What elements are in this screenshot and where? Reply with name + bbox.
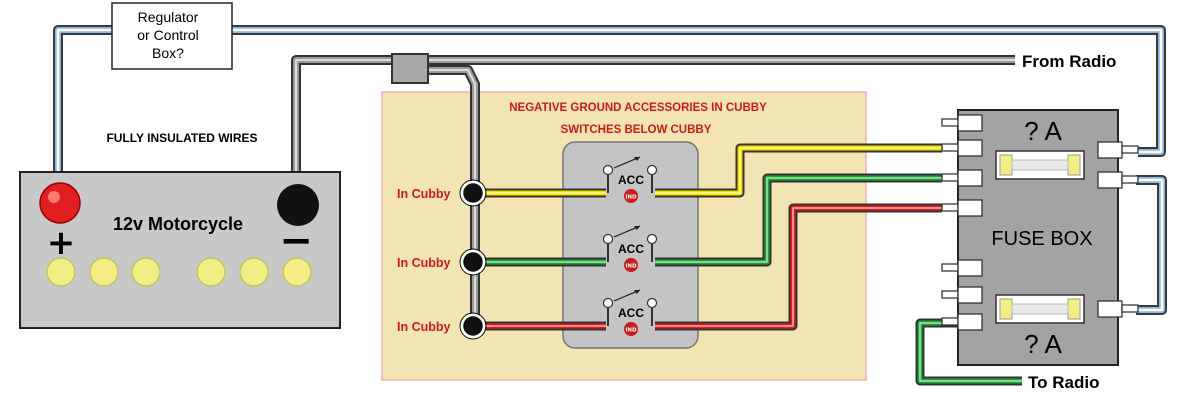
red-wire xyxy=(482,203,942,331)
switch-2[interactable]: ACC IND xyxy=(602,225,658,272)
cubby-title-1: NEGATIVE GROUND ACCESSORIES IN CUBBY xyxy=(509,102,767,114)
cubby-terminal-1: In Cubby xyxy=(397,179,487,207)
battery-cells xyxy=(46,257,312,287)
fuse-bottom-rating: ? A xyxy=(1024,329,1062,359)
cubby-terminal-label-1: In Cubby xyxy=(397,187,451,201)
fuse-terminals-right xyxy=(1097,141,1139,318)
fuse-terminals-left xyxy=(941,114,983,331)
switch-1[interactable]: ACC IND xyxy=(602,156,658,203)
white-wire xyxy=(53,25,1167,315)
switch-1-ind: IND xyxy=(625,195,637,201)
switch-3-ind: IND xyxy=(625,328,637,334)
battery-plus: + xyxy=(47,223,76,263)
battery-label: 12v Motorcycle xyxy=(113,214,243,234)
switch-3-indicator xyxy=(624,322,638,336)
yellow-wire xyxy=(482,143,942,198)
cubby-title-2: SWITCHES BELOW CUBBY xyxy=(561,124,712,136)
regulator-line-1: Regulator xyxy=(138,9,199,25)
fuse-bottom xyxy=(995,294,1085,324)
regulator-line-3: Box? xyxy=(152,45,184,61)
cubby-terminal-label-3: In Cubby xyxy=(397,320,451,334)
battery-minus: − xyxy=(279,218,313,264)
cubby-terminal-label-2: In Cubby xyxy=(397,256,451,270)
green-wire xyxy=(482,173,942,267)
switch-3[interactable]: ACC IND xyxy=(602,289,658,336)
battery: + − 12v Motorcycle xyxy=(19,171,341,329)
cubby-terminal-3: In Cubby xyxy=(397,312,487,340)
switch-2-label: ACC xyxy=(618,242,644,256)
to-radio-label: To Radio xyxy=(1028,373,1099,392)
wires xyxy=(53,25,1167,386)
fuse-top xyxy=(995,150,1085,180)
fusebox-label: FUSE BOX xyxy=(991,228,1092,250)
fuse-box: ? A FUSE BOX ? A xyxy=(941,109,1139,366)
insulated-label: FULLY INSULATED WIRES xyxy=(106,131,257,145)
switch-3-label: ACC xyxy=(618,306,644,320)
switch-1-label: ACC xyxy=(618,173,644,187)
ground-connector xyxy=(391,53,429,84)
fuse-top-rating: ? A xyxy=(1024,116,1062,146)
negative-terminal xyxy=(277,184,319,226)
to-radio-wire xyxy=(915,318,1022,386)
switch-2-indicator xyxy=(624,258,638,272)
switch-1-indicator xyxy=(624,189,638,203)
from-radio-label: From Radio xyxy=(1022,52,1116,71)
cubby-terminal-2: In Cubby xyxy=(397,248,487,276)
regulator-box: Regulator or Control Box? xyxy=(111,2,233,70)
positive-terminal xyxy=(39,182,81,224)
regulator-line-2: or Control xyxy=(137,27,198,43)
switch-2-ind: IND xyxy=(625,264,637,270)
cubby-terminals: In Cubby In Cubby In Cubby xyxy=(397,179,487,340)
